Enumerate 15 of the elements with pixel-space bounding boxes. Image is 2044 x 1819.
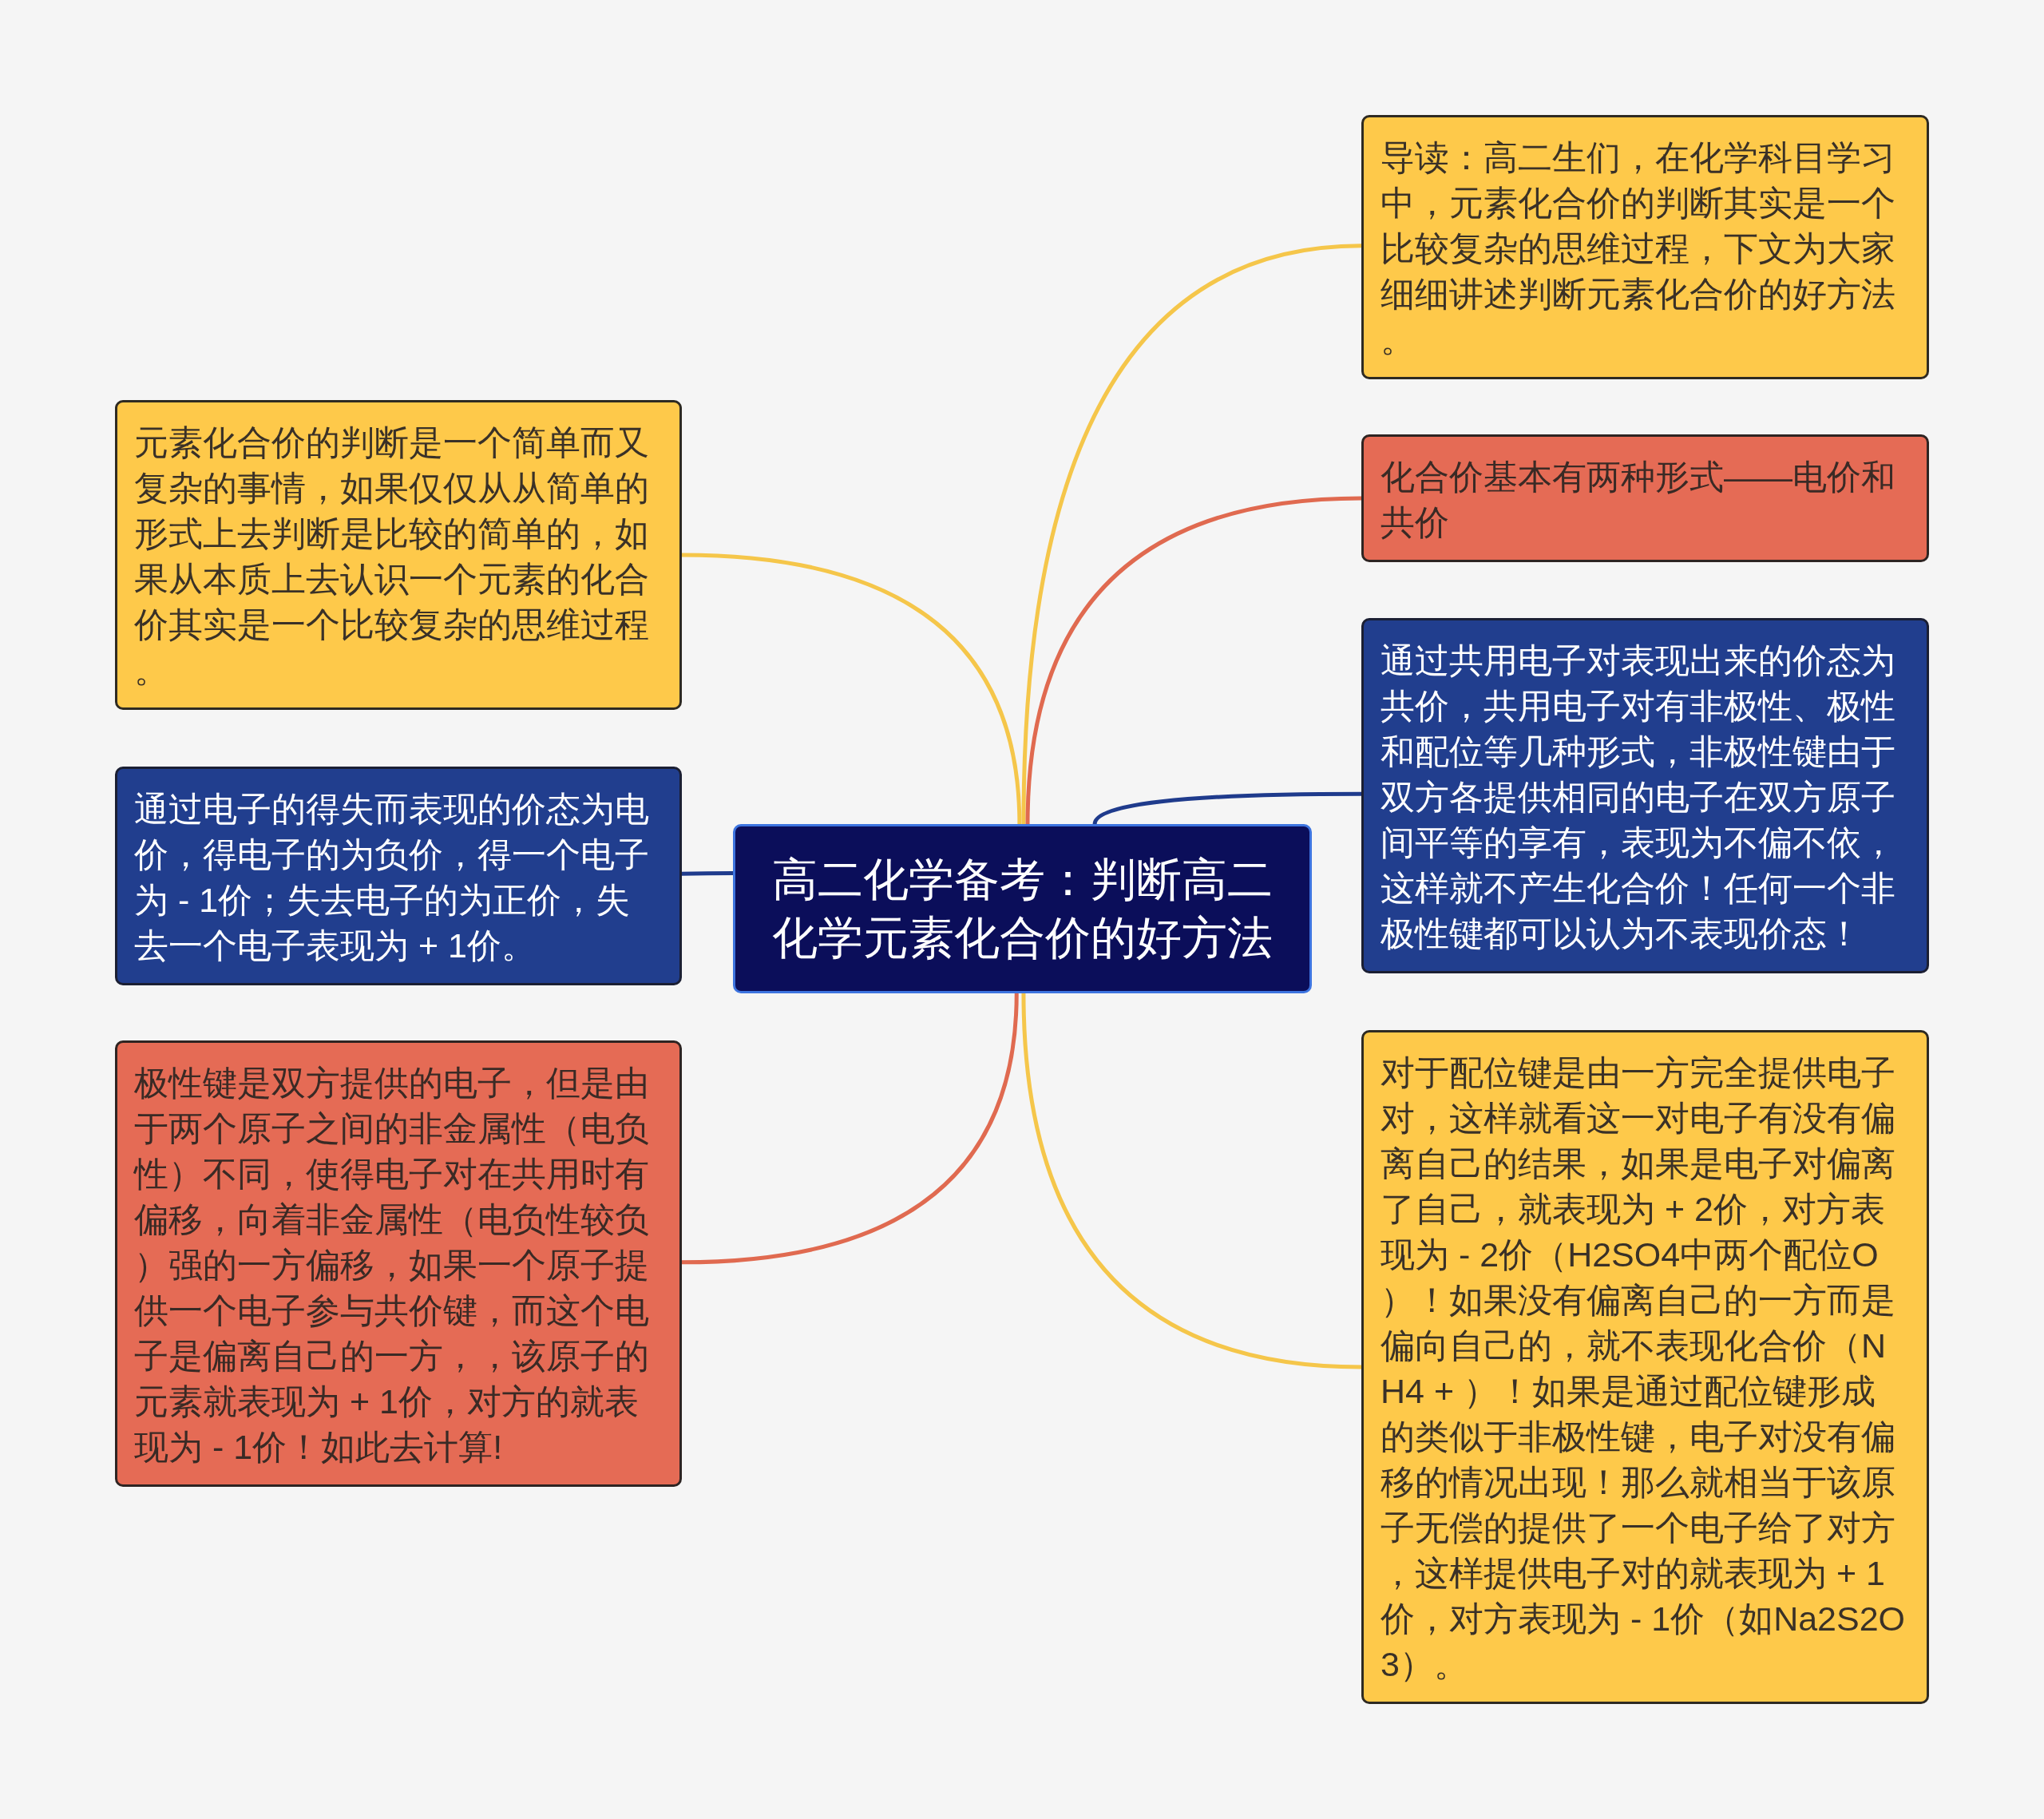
note-box: 通过共用电子对表现出来的价态为共价，共用电子对有非极性、极性和配位等几种形式，非极性键由于双方各提供相同的电子在双方原子间平等的享有，表现为不偏不依，这样就不产生化合价！任何一个非极性键都可以认为不表现价态！ — [1361, 618, 1929, 973]
connector-line — [1092, 791, 1361, 825]
note-box: 元素化合价的判断是一个简单而又复杂的事情，如果仅仅从从简单的形式上去判断是比较的简单的，如果从本质上去认识一个元素的化合价其实是一个比较复杂的思维过程。 — [115, 400, 682, 710]
connector-line — [682, 871, 733, 876]
note-box: 对于配位键是由一方完全提供电子对，这样就看这一对电子有没有偏离自己的结果，如果是电子对偏离了自己，就表现为 + 2价，对方表现为 - 2价（H2SO4中两个配位O）！如果没有偏离自己的一方而是偏向自己的，就不表现化合价（NH4 + ）！如果是通过配位键形成的类似于非极性键，电子对没有偏移的情况出现！那么就相当于该原子无偿的提供了一个电子给了对方，这样提供电子对的就表现为 + 1价，对方表现为 - 1价（如Na2S2O3）。 — [1361, 1030, 1929, 1704]
connector-line — [681, 553, 1022, 825]
connector-line — [681, 993, 1019, 1265]
note-box: 导读：高二生们，在化学科目学习中，元素化合价的判断其实是一个比较复杂的思维过程，下文为大家细细讲述判断元素化合价的好方法。 — [1361, 115, 1929, 379]
connector-line — [1021, 993, 1362, 1369]
connector-line — [1021, 244, 1362, 825]
connector-line — [1025, 496, 1362, 825]
note-box: 通过电子的得失而表现的价态为电价，得电子的为负价，得一个电子为 - 1价；失去电子的为正价，失去一个电子表现为 + 1价。 — [115, 767, 682, 985]
central-topic-box: 高二化学备考：判断高二化学元素化合价的好方法 — [733, 824, 1312, 993]
note-box: 极性键是双方提供的电子，但是由于两个原子之间的非金属性（电负性）不同，使得电子对在共用时有偏移，向着非金属性（电负性较负）强的一方偏移，如果一个原子提供一个电子参与共价键，而这个电子是偏离自己的一方，，该原子的元素就表现为 + 1价，对方的就表现为 - 1价！如此去计算! — [115, 1040, 682, 1487]
note-box: 化合价基本有两种形式——电价和共价 — [1361, 434, 1929, 562]
